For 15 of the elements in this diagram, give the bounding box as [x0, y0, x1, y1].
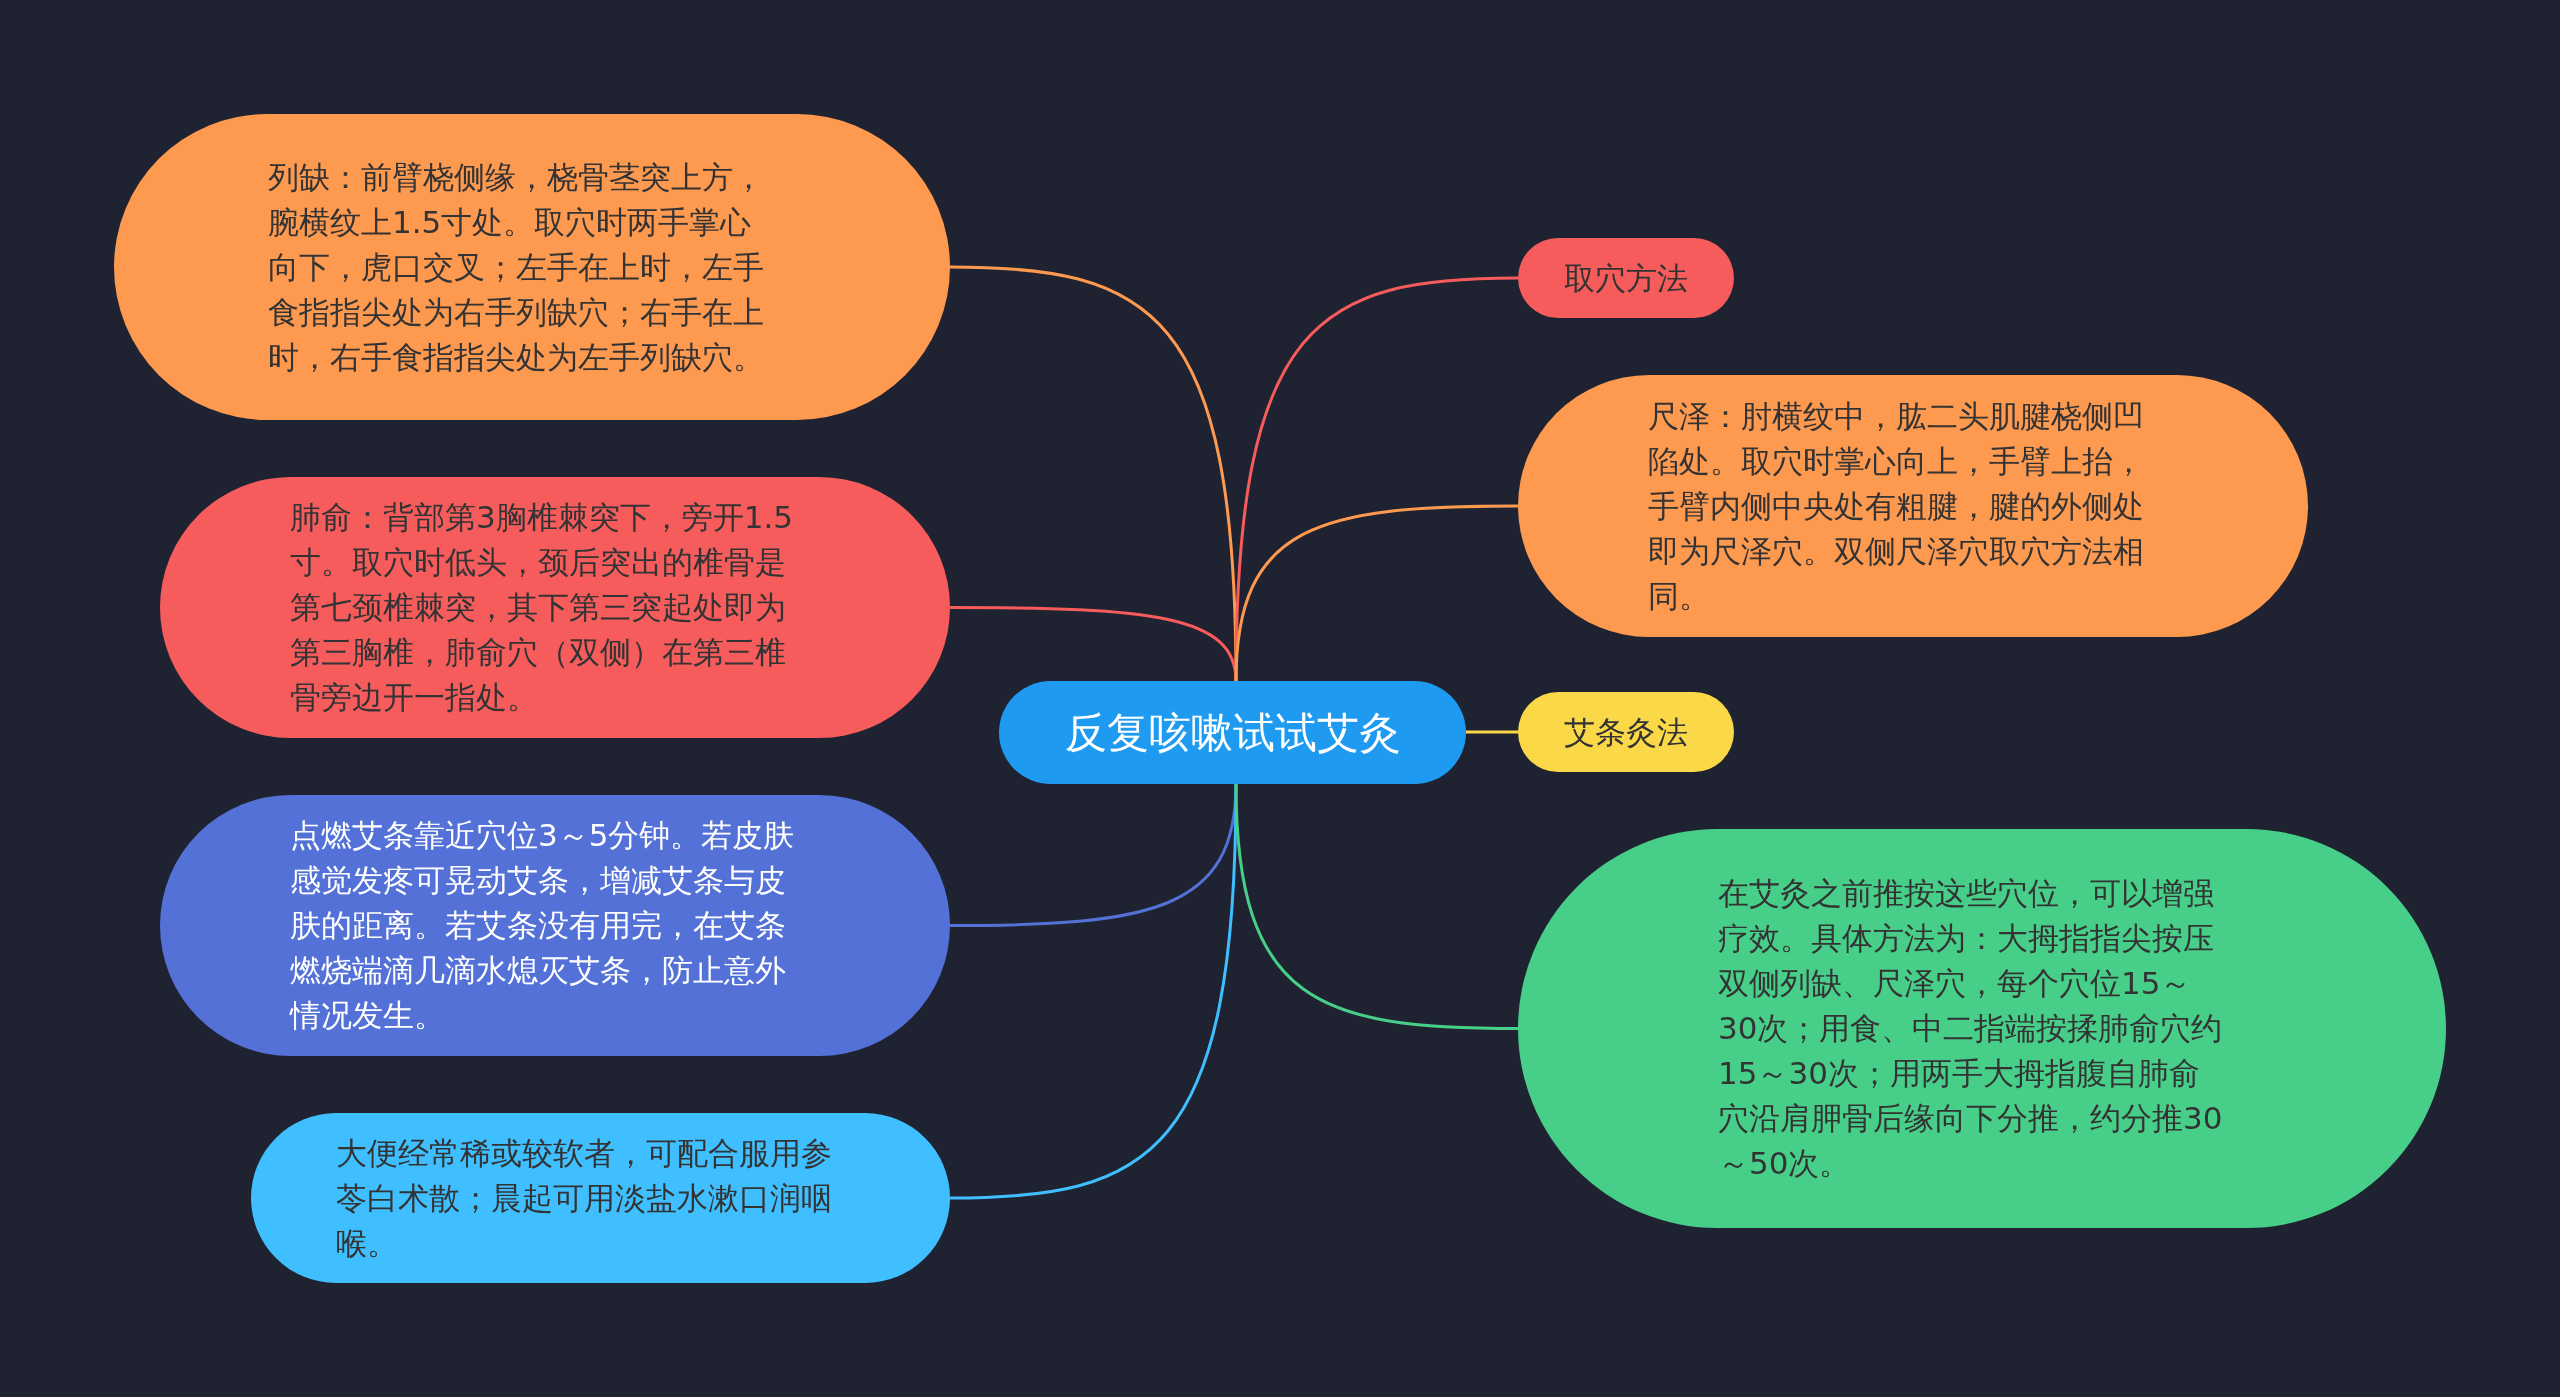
branch-line [1234, 276, 1519, 682]
topic-text: 大便经常稀或较软者，可配合服用参苓白术散；晨起可用淡盐水漱口润咽喉。 [336, 1133, 833, 1263]
branch-line [949, 783, 1238, 1200]
branch-line [1234, 783, 1518, 1030]
topic-text: 取穴方法 [1564, 258, 1688, 298]
topic-text: 列缺：前臂桡侧缘，桡骨茎突上方，腕横纹上1.5寸处。取穴时两手掌心向下，虎口交叉；左手在上时，左手食指指尖处为右手列缺穴；右手在上时，右手食指指尖处为左手列缺穴。 [268, 157, 765, 377]
topic-text: 在艾灸之前推按这些穴位，可以增强疗效。具体方法为：大拇指指尖按压双侧列缺、尺泽穴，每个穴位15～30次；用食、中二指端按揉肺俞穴约15～30次；用两手大拇指腹自肺俞穴沿肩胛骨后缘向下分推，约分推30～50次。 [1718, 874, 2224, 1183]
title-text: 反复咳嗽试试艾灸 [1064, 706, 1401, 759]
branch-line [1466, 730, 1518, 734]
topic-text: 尺泽：肘横纹中，肱二头肌腱桡侧凹陷处。取穴时掌心向上，手臂上抬，手臂内侧中央处有粗腱，腱的外侧处即为尺泽穴。双侧尺泽穴取穴方法相同。 [1648, 396, 2145, 616]
topic-text: 艾条灸法 [1564, 712, 1688, 752]
branch-line [950, 606, 1238, 682]
topic-text: 点燃艾条靠近穴位3～5分钟。若皮肤感觉发疼可晃动艾条，增减艾条与皮肤的距离。若艾条没有用完，在艾条燃烧端滴几滴水熄灭艾条，防止意外情况发生。 [290, 816, 796, 1035]
branch-line [1234, 504, 1518, 682]
topic-text: 肺俞：背部第3胸椎棘突下，旁开1.5寸。取穴时低头，颈后突出的椎骨是第七颈椎棘突，其下第三突起处即为第三胸椎，肺俞穴（双侧）在第三椎骨旁边开一指处。 [290, 498, 795, 717]
